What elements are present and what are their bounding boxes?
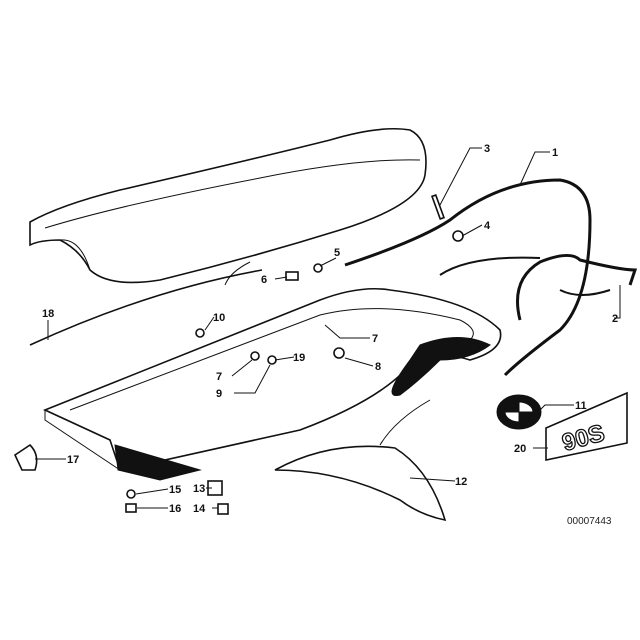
cover-piece: [274, 445, 447, 522]
bmw-emblem: [496, 394, 542, 430]
seat-base-pan: [42, 287, 502, 481]
reference-number: 00007443: [567, 516, 612, 527]
callout-13: 13: [193, 483, 205, 495]
callout-3: 3: [484, 143, 490, 155]
callout-1: 1: [552, 147, 558, 159]
callout-6: 6: [261, 274, 267, 286]
callout-17: 17: [67, 454, 79, 466]
callout-10: 10: [213, 312, 225, 324]
callout-9: 9: [216, 388, 222, 400]
callout-20: 20: [514, 443, 526, 455]
grab-rail: [344, 178, 638, 377]
callout-4: 4: [484, 220, 491, 232]
seat-cushion: [29, 127, 427, 286]
leader-lines: [35, 147, 621, 509]
callout-19: 19: [293, 352, 305, 364]
callout-5: 5: [334, 247, 340, 259]
callout-8: 8: [375, 361, 381, 373]
callout-18: 18: [42, 308, 54, 320]
callout-15: 15: [169, 484, 181, 496]
small-hardware: [13, 194, 464, 515]
callout-11: 11: [575, 400, 587, 412]
model-badge: 90S: [545, 391, 628, 461]
callout-14: 14: [193, 503, 206, 515]
callout-16: 16: [169, 503, 181, 515]
callout-2: 2: [612, 313, 618, 325]
callout-7-right: 7: [372, 333, 378, 345]
callout-12: 12: [455, 476, 467, 488]
callout-7-left: 7: [216, 371, 222, 383]
